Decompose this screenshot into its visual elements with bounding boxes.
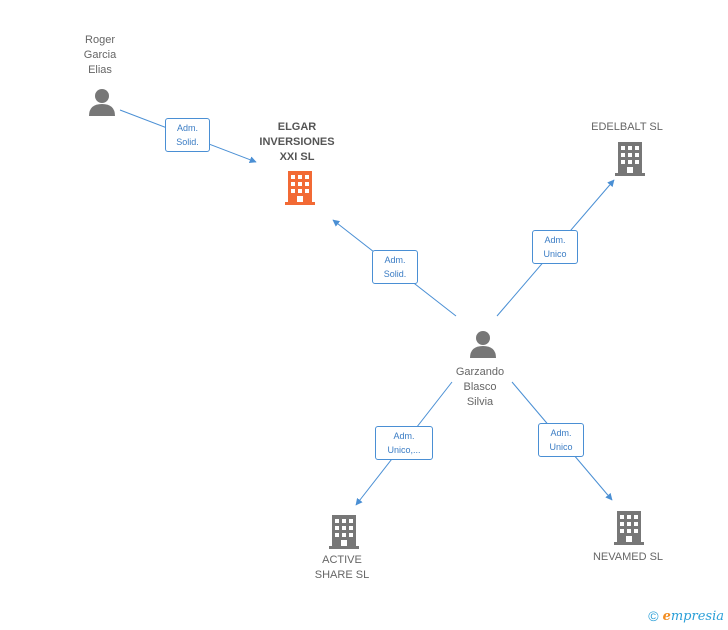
brand-logo: empresia	[663, 608, 724, 624]
edge-label-garzando-active: Adm. Unico,...	[375, 426, 433, 460]
building-icon	[615, 142, 645, 176]
building-icon	[329, 515, 359, 549]
brand-logo-e: e	[662, 609, 671, 624]
node-label-garzando[interactable]: Garzando Blasco Silvia	[455, 366, 505, 408]
brand-footer: © empresia	[648, 608, 724, 624]
node-label-roger[interactable]: Roger Garcia Elias	[83, 34, 117, 76]
edge-label-garzando-edelbalt: Adm. Unico	[532, 230, 578, 264]
node-label-active[interactable]: ACTIVE SHARE SL	[314, 554, 370, 581]
building-icon	[285, 171, 315, 205]
person-icon	[89, 89, 115, 116]
node-label-elgar[interactable]: ELGAR INVERSIONES XXI SL	[259, 121, 335, 163]
edge-label-roger-elgar: Adm. Solid.	[165, 118, 210, 152]
edge-label-garzando-elgar: Adm. Solid.	[372, 250, 418, 284]
building-icon	[614, 511, 644, 545]
copyright-icon: ©	[648, 608, 659, 624]
node-label-nevamed[interactable]: NEVAMED SL	[592, 551, 664, 563]
person-icon	[470, 331, 496, 358]
node-label-edelbalt[interactable]: EDELBALT SL	[591, 121, 663, 133]
brand-logo-rest: mpresia	[670, 609, 724, 624]
edge-label-garzando-nevamed: Adm. Unico	[538, 423, 584, 457]
